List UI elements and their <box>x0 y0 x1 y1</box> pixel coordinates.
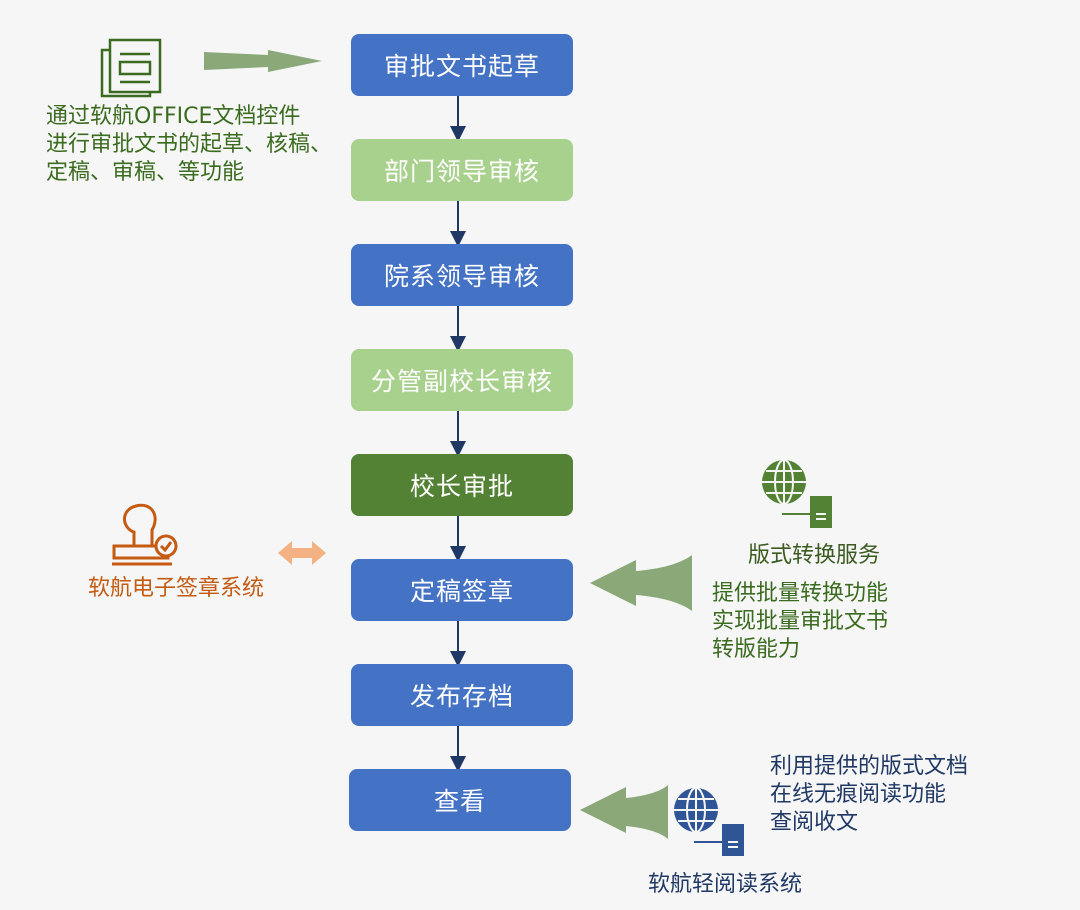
signature-system-label: 软航电子签章系统 <box>88 576 265 601</box>
office-control-line-1: 通过软航OFFICE文档控件 <box>46 104 301 129</box>
format-service-line-1: 提供批量转换功能 <box>712 581 889 606</box>
format-service-arrow <box>590 555 692 611</box>
signature-double-arrow <box>278 541 326 565</box>
reader-system-line-2: 在线无痕阅读功能 <box>770 782 947 807</box>
office-control-line-2: 进行审批文书的起草、核稿、 <box>46 132 333 157</box>
office-arrow <box>204 50 322 72</box>
document-icon <box>100 38 162 98</box>
reader-system-line-3: 查阅收文 <box>770 810 859 835</box>
step-finalize-seal[interactable]: 定稿签章 <box>351 559 573 621</box>
stamp-icon <box>112 503 178 566</box>
step-department-review[interactable]: 部门领导审核 <box>351 139 573 201</box>
step-publish-archive[interactable]: 发布存档 <box>351 664 573 726</box>
step-vice-president-review[interactable]: 分管副校长审核 <box>351 349 573 411</box>
reader-system-title: 软航轻阅读系统 <box>648 872 803 897</box>
format-service-line-3: 转版能力 <box>712 637 801 662</box>
step-view[interactable]: 查看 <box>349 769 571 831</box>
step-draft[interactable]: 审批文书起草 <box>351 34 573 96</box>
globe-server-icon <box>674 787 744 856</box>
reader-system-line-1: 利用提供的版式文档 <box>770 754 969 779</box>
step-faculty-review[interactable]: 院系领导审核 <box>351 244 573 306</box>
office-control-line-3: 定稿、审稿、等功能 <box>46 160 245 185</box>
format-service-line-2: 实现批量审批文书 <box>712 609 889 634</box>
globe-server-icon <box>762 459 832 528</box>
step-president-approval[interactable]: 校长审批 <box>351 454 573 516</box>
format-service-title: 版式转换服务 <box>748 543 881 568</box>
reader-system-arrow <box>580 785 668 839</box>
